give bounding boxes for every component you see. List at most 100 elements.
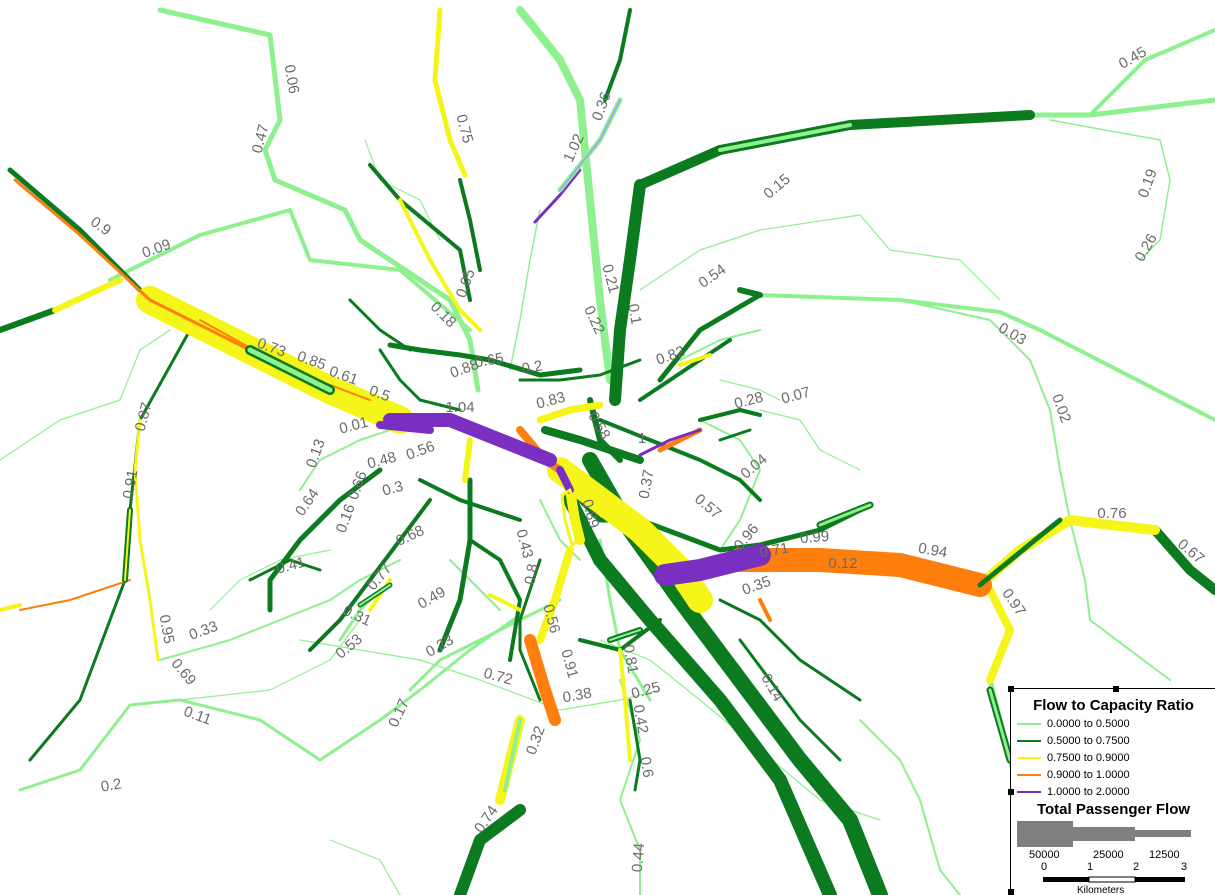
selection-handle[interactable] <box>1008 889 1014 895</box>
link-ratio-label: 0.38 <box>561 685 593 707</box>
flow-value-large: 50000 <box>1029 849 1060 861</box>
legend-panel[interactable]: Flow to Capacity Ratio 0.0000 to 0.5000 … <box>1008 686 1215 895</box>
legend-class-1: 0.0000 to 0.5000 <box>1017 717 1130 731</box>
link-ratio-label: 0.42 <box>630 703 652 735</box>
link-ratio-label: 0.94 <box>917 540 949 562</box>
link-ratio-label: 0.65 <box>473 350 505 372</box>
link-ratio-label: 0.41 <box>275 554 308 578</box>
flow-value-medium: 25000 <box>1093 849 1124 861</box>
legend-swatch <box>1017 791 1041 793</box>
links-class-2 <box>0 8 1215 895</box>
link-ratio-label: 0.12 <box>828 555 857 572</box>
link-ratio-label: 1.04 <box>445 399 474 416</box>
link-ratio-label: 0.1 <box>624 302 644 325</box>
scale-bar <box>1043 876 1185 883</box>
link-ratio-label: 0.17 <box>385 696 413 730</box>
legend-class-label: 0.7500 to 0.9000 <box>1047 752 1130 764</box>
link-ratio-label: 0.2 <box>520 357 543 377</box>
link-ratio-label: 0.01 <box>338 414 371 438</box>
link-ratio-label: 0.33 <box>187 618 220 644</box>
link-ratio-label: 0.56 <box>404 438 437 464</box>
legend-class-label: 1.0000 to 2.0000 <box>1047 786 1130 798</box>
legend-class-2: 0.5000 to 0.7500 <box>1017 734 1130 748</box>
link-ratio-label: 0.64 <box>292 486 323 520</box>
link-ratio-label: 1 <box>638 430 646 447</box>
link-ratio-label: 0.6 <box>636 755 656 778</box>
legend-class-5: 1.0000 to 2.0000 <box>1017 785 1130 799</box>
link-ratio-label: 0.53 <box>332 631 365 663</box>
link-ratio-label: 0.04 <box>737 451 770 483</box>
link-ratio-label: 0.37 <box>636 468 658 500</box>
legend-swatch <box>1017 757 1041 759</box>
link-ratio-label: 0.43 <box>512 528 536 561</box>
link-ratio-label: 0.83 <box>535 389 568 413</box>
legend-swatch <box>1017 723 1041 725</box>
link-ratio-label: 0.91 <box>120 468 142 500</box>
link-ratio-label: 0.87 <box>132 401 156 434</box>
scale-tick-1: 1 <box>1087 861 1094 873</box>
link-ratio-label: 0.49 <box>415 583 449 612</box>
legend-swatch <box>1017 740 1041 742</box>
link-ratio-label: 0.32 <box>523 724 549 757</box>
link-ratio-label: 0.57 <box>691 491 724 523</box>
link-ratio-label: 0.31 <box>340 602 374 630</box>
link-ratio-label: 0.15 <box>760 171 793 203</box>
link-ratio-label: 0.95 <box>156 613 178 645</box>
link-ratio-label: 0.48 <box>366 449 399 473</box>
links-class-5 <box>376 168 771 586</box>
link-ratio-label: 0.06 <box>281 63 303 95</box>
link-ratio-label: 0.25 <box>630 679 663 703</box>
flow-width-symbol <box>1017 821 1191 847</box>
link-ratio-label: 0.8 <box>521 562 541 585</box>
link-ratio-label: 0.28 <box>733 389 766 413</box>
link-ratio-label: 0.44 <box>629 842 648 873</box>
link-ratio-label: 0.3 <box>381 478 406 500</box>
link-ratio-label: 0.72 <box>482 665 515 689</box>
link-ratio-label: 0.35 <box>740 573 773 599</box>
link-ratio-label: 0.05 <box>453 267 479 300</box>
legend-class-label: 0.9000 to 1.0000 <box>1047 769 1130 781</box>
scale-tick-0: 0 <box>1041 861 1048 873</box>
link-ratio-label: 0.13 <box>303 437 329 470</box>
highlighted-links <box>122 97 1063 792</box>
link-ratio-label: 0.58 <box>584 409 613 443</box>
selection-handle[interactable] <box>1113 686 1119 692</box>
link-ratio-label: 0.21 <box>598 263 622 296</box>
link-ratio-label: 0.9 <box>87 213 114 239</box>
legend-swatch <box>1017 774 1041 776</box>
link-ratio-label: 0.81 <box>620 643 642 675</box>
flow-legend-title: Total Passenger Flow <box>1036 801 1191 818</box>
link-ratio-label: 0.99 <box>799 528 830 547</box>
link-ratio-label: 0.89 <box>578 498 602 531</box>
flow-value-small: 12500 <box>1149 849 1180 861</box>
legend-class-3: 0.7500 to 0.9000 <box>1017 751 1130 765</box>
selection-handle[interactable] <box>1008 686 1014 692</box>
legend-class-label: 0.5000 to 0.7500 <box>1047 735 1130 747</box>
link-ratio-label: 0.45 <box>1116 43 1150 72</box>
link-ratio-label: 0.5 <box>367 382 392 405</box>
link-ratio-label: 0.76 <box>1097 505 1126 522</box>
link-ratio-label: 0.66 <box>345 469 371 502</box>
legend-class-label: 0.0000 to 0.5000 <box>1047 718 1130 730</box>
link-ratio-label: 0.23 <box>423 631 457 660</box>
link-ratio-label: 0.47 <box>249 123 273 156</box>
link-ratio-label: 0.75 <box>452 113 476 146</box>
links-class-3 <box>0 7 1160 805</box>
link-ratio-label: 0.91 <box>557 648 581 681</box>
link-ratio-label: 0.2 <box>99 775 122 795</box>
link-ratio-label: 0.07 <box>780 384 813 408</box>
link-ratio-label: 0.54 <box>696 261 730 292</box>
scale-tick-3: 3 <box>1181 861 1188 873</box>
link-ratio-label: 0.26 <box>1131 231 1160 265</box>
link-ratio-label: 0.68 <box>393 522 427 550</box>
selection-handle[interactable] <box>1008 789 1014 795</box>
legend-class-4: 0.9000 to 1.0000 <box>1017 768 1130 782</box>
link-ratio-label: 0.69 <box>168 655 200 688</box>
link-ratio-label: 0.71 <box>758 540 790 562</box>
legend-title: Flow to Capacity Ratio <box>1033 697 1194 714</box>
link-ratio-label: 0.56 <box>539 603 563 636</box>
link-ratio-label: 0.19 <box>1135 167 1161 200</box>
scale-tick-2: 2 <box>1133 861 1140 873</box>
